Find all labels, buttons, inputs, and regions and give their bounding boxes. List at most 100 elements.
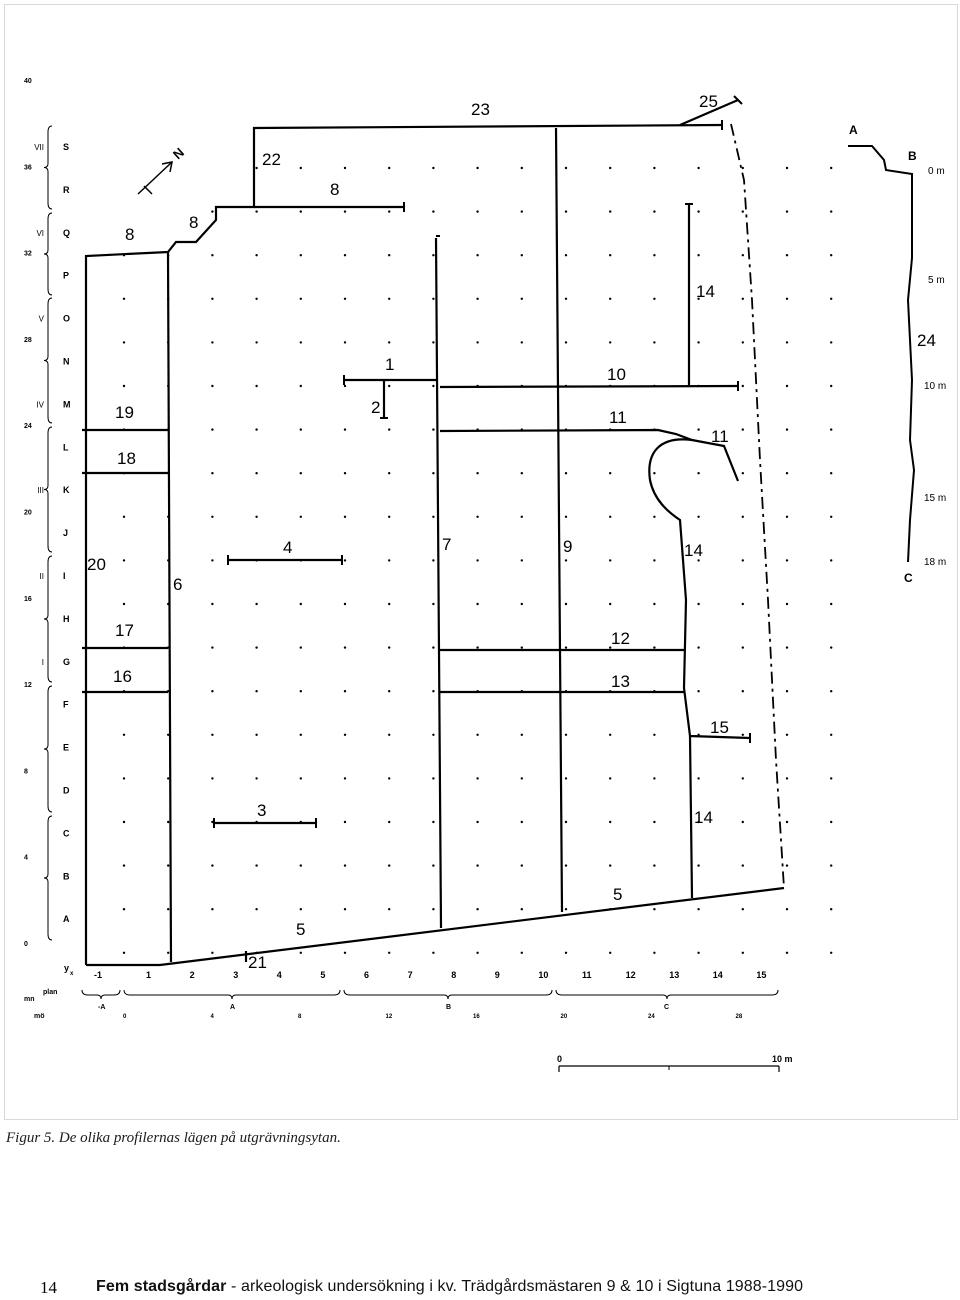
axis-grid-number: -1 — [94, 970, 102, 980]
axis-number: 16 — [24, 596, 32, 603]
grid-dot — [122, 602, 126, 606]
grid-dot — [785, 341, 789, 344]
grid-dot — [564, 646, 568, 649]
axis-section-number: 8 — [298, 1014, 302, 1020]
grid-dot — [432, 515, 435, 518]
grid-dot — [255, 690, 258, 693]
grid-dot — [653, 210, 656, 213]
grid-dot — [830, 733, 833, 736]
running-title-rest: - arkeologisk undersökning i kv. Trädgår… — [226, 1278, 804, 1295]
grid-dot — [653, 166, 656, 170]
grid-dot — [653, 515, 656, 518]
grid-dot — [564, 297, 568, 300]
grid-dot — [830, 166, 833, 170]
axis-grid-number: 11 — [582, 970, 592, 980]
grid-dot — [388, 559, 391, 562]
grid-dot — [299, 341, 302, 344]
grid-dot — [476, 733, 479, 736]
axis-brace — [43, 125, 53, 210]
grid-dot — [741, 908, 744, 911]
grid-dot — [520, 777, 523, 780]
axis-corner-y: y — [64, 963, 69, 973]
grid-dot — [255, 733, 258, 736]
axis-letter: J — [63, 528, 68, 538]
grid-dot — [343, 820, 347, 824]
scale-bar: 0 10 m — [557, 1054, 793, 1072]
grid-dot — [167, 733, 170, 736]
grid-dot — [741, 646, 744, 649]
axis-number: 20 — [24, 510, 32, 517]
grid-dot — [211, 297, 214, 300]
grid-dot — [388, 341, 391, 344]
axis-grid-number: 10 — [538, 970, 548, 980]
grid-dot — [343, 646, 347, 649]
grid-dot — [122, 297, 126, 300]
axis-grid-number: 7 — [408, 970, 413, 980]
grid-dot — [476, 908, 479, 911]
grid-dot — [520, 733, 523, 736]
grid-dot — [255, 515, 258, 518]
grid-dot — [299, 254, 302, 257]
grid-dot — [122, 733, 126, 736]
axis-grid-number: 8 — [451, 970, 456, 980]
grid-dot — [785, 820, 789, 824]
grid-dot — [299, 428, 302, 431]
profile-label-14-b: 14 — [684, 541, 703, 560]
grid-dot — [255, 341, 258, 344]
grid-dot — [564, 254, 568, 257]
profile-24-dist-5: 5 m — [928, 275, 945, 286]
grid-dot — [653, 341, 656, 344]
axis-letter: H — [63, 614, 70, 624]
grid-dot — [609, 210, 612, 213]
grid-dot — [255, 166, 258, 170]
grid-dot — [697, 166, 700, 170]
profile-label-12: 12 — [611, 629, 630, 648]
grid-dot — [255, 254, 258, 257]
profile-label-8-c: 8 — [330, 180, 339, 199]
axis-number: 32 — [24, 251, 32, 258]
grid-dot — [432, 777, 435, 780]
grid-dot — [299, 166, 302, 170]
grid-dot — [609, 951, 612, 954]
grid-dot — [830, 341, 833, 344]
axis-grid-number: 9 — [495, 970, 500, 980]
profile-24-labels: A B C 0 m 5 m 10 m 15 m 18 m — [849, 123, 946, 585]
grid-dot — [697, 472, 700, 475]
axis-roman: V — [39, 315, 45, 324]
axis-number: 4 — [24, 855, 28, 862]
grid-dot — [609, 820, 612, 824]
excavation-outline — [84, 123, 785, 967]
grid-dot — [388, 254, 391, 257]
profile-24-dist-10: 10 m — [924, 381, 946, 392]
grid-dot — [741, 341, 744, 344]
grid-dot — [432, 951, 435, 954]
profile-label-16: 16 — [113, 667, 132, 686]
axis-roman: III — [37, 486, 44, 495]
profile-label-14-c: 14 — [694, 808, 713, 827]
grid-dot — [697, 646, 700, 649]
grid-dot — [830, 777, 833, 780]
grid-dot — [299, 908, 302, 911]
grid-dot — [167, 820, 170, 824]
grid-dot — [697, 341, 700, 344]
axis-roman: IV — [36, 400, 44, 409]
axis-letter: N — [63, 357, 70, 367]
axis-letter: K — [63, 485, 70, 495]
profile-24-dist-18: 18 m — [924, 557, 946, 568]
grid-dot — [299, 602, 302, 606]
grid-dot — [830, 864, 833, 867]
grid-dot — [785, 908, 789, 911]
grid-dot — [167, 908, 170, 911]
axis-brace — [43, 685, 53, 813]
scale-bar-end: 10 m — [772, 1054, 793, 1064]
page-footer: 14 Fem stadsgårdar - arkeologisk undersö… — [0, 1276, 960, 1300]
grid-dot — [697, 864, 700, 867]
grid-dot — [609, 341, 612, 344]
grid-dot — [432, 341, 435, 344]
grid-dot — [741, 602, 744, 606]
grid-dot — [476, 472, 479, 475]
axis-mn-label: mn — [24, 996, 35, 1003]
axis-brace — [43, 212, 53, 296]
axis-section-number: 16 — [473, 1014, 480, 1020]
grid-dot — [785, 864, 789, 867]
